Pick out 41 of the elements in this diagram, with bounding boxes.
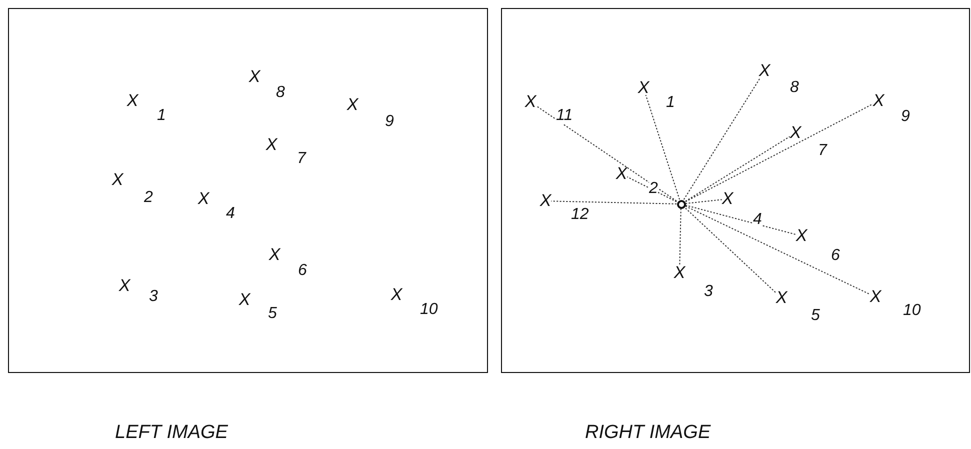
dotted-line xyxy=(683,78,761,200)
point-mark: X xyxy=(674,266,686,280)
point-number: 11 xyxy=(556,108,573,124)
point-mark: X xyxy=(238,293,250,307)
point-mark: X xyxy=(790,126,802,140)
point-mark: X xyxy=(198,192,210,206)
point-mark: X xyxy=(266,138,278,152)
point-mark: X xyxy=(616,167,628,181)
point-mark: X xyxy=(268,248,280,262)
point-mark: X xyxy=(638,81,650,95)
point-mark: X xyxy=(776,291,788,305)
point-mark: X xyxy=(540,194,552,208)
point-mark: X xyxy=(112,173,124,187)
point-number: 4 xyxy=(753,212,762,228)
point-mark: X xyxy=(796,229,808,243)
point-mark: X xyxy=(872,94,884,108)
image-frame xyxy=(501,8,970,373)
point-mark: X xyxy=(722,192,734,206)
point-mark: X xyxy=(248,70,260,84)
dotted-line xyxy=(685,136,790,202)
dotted-line xyxy=(550,200,677,204)
dotted-line xyxy=(536,105,677,202)
point-mark: X xyxy=(390,288,402,302)
dotted-line xyxy=(645,94,680,200)
dotted-line xyxy=(679,208,682,266)
point-mark: X xyxy=(118,279,130,293)
dotted-line xyxy=(685,103,874,202)
dotted-line xyxy=(685,208,776,294)
dotted-line xyxy=(685,204,796,235)
center-point xyxy=(676,200,686,208)
dotted-line xyxy=(685,206,870,295)
point-mark: X xyxy=(346,98,358,112)
image-caption: RIGHT IMAGE xyxy=(585,423,711,443)
image-frame xyxy=(8,8,488,373)
point-mark: X xyxy=(870,290,882,304)
image-caption: LEFT IMAGE xyxy=(115,423,228,443)
point-mark: X xyxy=(758,64,770,78)
point-mark: X xyxy=(126,94,138,108)
dotted-line xyxy=(685,199,722,204)
dotted-line xyxy=(626,176,677,202)
point-mark: X xyxy=(524,95,536,109)
